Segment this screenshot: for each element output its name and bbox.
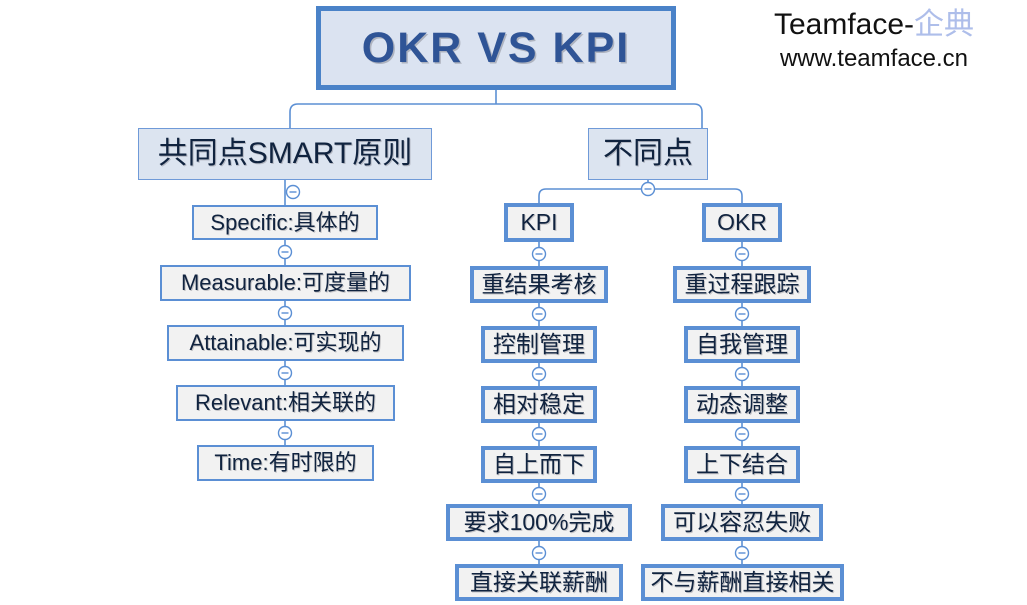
node-kpi-item-1[interactable]: 重结果考核 bbox=[470, 266, 608, 303]
node-differences[interactable]: 不同点 bbox=[588, 128, 708, 180]
node-kpi-item-2[interactable]: 控制管理 bbox=[481, 326, 597, 363]
node-kpi-item-4[interactable]: 自上而下 bbox=[481, 446, 597, 483]
brand-name-latin: Teamface- bbox=[773, 8, 915, 41]
node-smart-time[interactable]: Time:有时限的 bbox=[197, 445, 374, 481]
node-okr-item-2[interactable]: 自我管理 bbox=[684, 326, 800, 363]
node-okr-item-4[interactable]: 上下结合 bbox=[684, 446, 800, 483]
node-common-points[interactable]: 共同点SMART原则 bbox=[138, 128, 432, 180]
brand-name: Teamface-企典 bbox=[739, 8, 1009, 43]
node-kpi-item-6[interactable]: 直接关联薪酬 bbox=[455, 564, 623, 601]
brand-logo: Teamface-企典 www.teamface.cn bbox=[739, 8, 1009, 74]
node-okr-item-1[interactable]: 重过程跟踪 bbox=[673, 266, 811, 303]
diagram-title[interactable]: OKR VS KPI bbox=[316, 6, 676, 90]
brand-url: www.teamface.cn bbox=[779, 44, 969, 72]
node-smart-specific[interactable]: Specific:具体的 bbox=[192, 205, 378, 240]
node-smart-relevant[interactable]: Relevant:相关联的 bbox=[176, 385, 395, 421]
node-okr-item-3[interactable]: 动态调整 bbox=[684, 386, 800, 423]
node-smart-attainable[interactable]: Attainable:可实现的 bbox=[167, 325, 404, 361]
node-okr[interactable]: OKR bbox=[702, 203, 782, 242]
node-kpi-item-5[interactable]: 要求100%完成 bbox=[446, 504, 632, 541]
collapse-minus-icon-difference bbox=[640, 181, 656, 197]
node-kpi-item-3[interactable]: 相对稳定 bbox=[481, 386, 597, 423]
node-smart-measurable[interactable]: Measurable:可度量的 bbox=[160, 265, 411, 301]
brand-name-cn: 企典 bbox=[914, 8, 975, 41]
node-okr-item-5[interactable]: 可以容忍失败 bbox=[661, 504, 823, 541]
collapse-minus-icon-common bbox=[285, 184, 301, 200]
node-okr-item-6[interactable]: 不与薪酬直接相关 bbox=[641, 564, 844, 601]
node-kpi[interactable]: KPI bbox=[504, 203, 574, 242]
